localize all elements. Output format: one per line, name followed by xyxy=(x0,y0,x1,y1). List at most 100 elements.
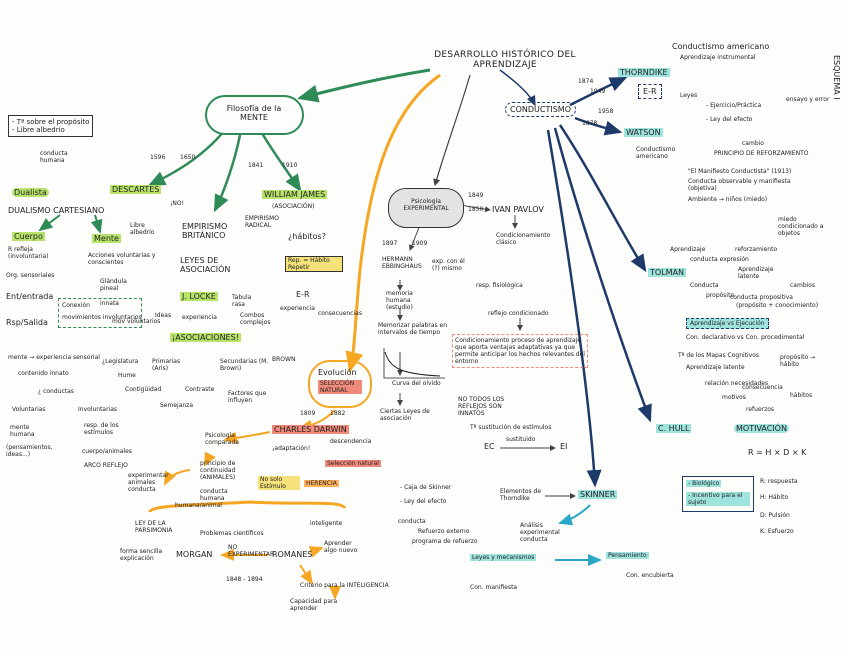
acciones-label: Acciones voluntarias y conscientes xyxy=(88,252,156,266)
conexion-label: Conexión xyxy=(62,302,90,309)
teoria-proposito: - Tª sobre el propósito - Libre albedrío xyxy=(8,115,94,137)
year-1910: 1910 xyxy=(282,162,298,169)
conducta-expresion-label: conducta expresión xyxy=(690,256,749,263)
ambiente-label: Ambiente → niños (miedo) xyxy=(688,196,768,203)
asociaciones-label: ¡ASOCIACIONES! xyxy=(170,333,241,342)
arrow-exp-hermann xyxy=(409,224,421,251)
mente-label: Mente xyxy=(92,234,121,243)
habitos-label: ¿hábitos? xyxy=(288,232,326,241)
conducta-humana-label: conducta humana xyxy=(40,150,68,164)
ley-parsimonia-label: LEY DE LA PARSIMONIA xyxy=(135,520,173,534)
conducta-label: conducta xyxy=(398,518,426,525)
d-label: D: Pulsión xyxy=(760,512,790,519)
arrow-exp-pavlov xyxy=(459,204,491,213)
cierta-leyes-label: Ciertas Leyes de asociación xyxy=(380,408,430,422)
seleccion-natural-box: SELECCIÓN NATURAL xyxy=(318,380,362,394)
problemas-label: Problemas científicos xyxy=(200,530,264,537)
dualismo-cartesiano-label: DUALISMO CARTESIANO xyxy=(8,206,105,215)
mov-vol-label: mov voluntarios xyxy=(112,318,161,325)
principio-reforzamiento-label: PRINCIPIO DE REFORZAMIENTO xyxy=(714,150,809,157)
watson-americano-label: Conductismo americano xyxy=(636,146,676,160)
mente-humana-label: mente humana xyxy=(10,424,35,438)
mapas-label: Tª de los Mapas Cognitivos xyxy=(678,352,760,359)
ley-efecto-label: - Ley del efecto xyxy=(400,498,447,505)
thorndike-label: THORNDIKE xyxy=(618,68,670,77)
skinner-label: SKINNER xyxy=(578,490,618,499)
ideas-label: Ideas xyxy=(155,312,172,319)
descendencia-label: descendencia xyxy=(330,438,372,445)
semejanza-label: Semejanza xyxy=(160,402,194,409)
conductismo-node: CONDUCTISMO xyxy=(505,102,576,117)
arrow-dualismo-cuerpo xyxy=(38,214,61,232)
year-1596: 1596 xyxy=(150,154,166,161)
map-title: DESARROLLO HISTÓRICO DEL APRENDIZAJE xyxy=(434,50,576,70)
hull-label: C. HULL xyxy=(656,424,692,433)
caja-skinner-label: - Caja de Skinner xyxy=(400,484,452,491)
forma-sencilla-label: forma sencilla explicación xyxy=(120,548,163,562)
manifiesto-label: "El Manifiesto Conductista" (1913) xyxy=(688,168,792,175)
prop-conoc-label: (propósito + conocimiento) xyxy=(736,302,819,309)
empirismo-label: EMPIRISMO BRITÁNICO xyxy=(182,222,228,240)
refuerzo-label: Refuerzo externo xyxy=(418,528,470,535)
rep-fisiologica-label: resp. fisiológica xyxy=(476,282,523,289)
ei-label: EI xyxy=(560,442,568,451)
americano-label: Conductismo americano xyxy=(672,42,770,51)
r-label: R: respuesta xyxy=(760,478,798,485)
arrow-darwin-psico xyxy=(223,431,271,444)
romanes-label: ROMANES xyxy=(272,550,313,559)
experimental-cloud xyxy=(388,188,464,228)
aprendizaje-ejecucion-box: Aprendizaje vs Ejecución xyxy=(686,318,769,329)
conexion-box xyxy=(58,298,142,328)
experimentar-label: experimentar animales conducta xyxy=(128,472,169,493)
year-1949: 1949 xyxy=(590,88,606,95)
curva-olvido-graph xyxy=(384,351,441,377)
motivos-label: motivos xyxy=(722,394,746,401)
contenido-innato-label: contenido innato xyxy=(18,370,69,377)
arrow-psico-principio xyxy=(204,451,216,467)
year-1850: 1850 xyxy=(468,206,484,213)
h-label: H: Hábito xyxy=(760,494,789,501)
james-er-label: E-R xyxy=(296,290,310,299)
ejercicio-label: - Ejercicio/Práctica xyxy=(706,102,762,109)
habitos-cond-label: hábitos xyxy=(790,392,813,399)
no-label: ¡NO! xyxy=(170,200,185,207)
rep-habito-label: Rep. = Hábito Repetir xyxy=(285,256,343,272)
reflejo-label: reflejo condicionado xyxy=(488,310,549,317)
seleccion-natural-label: Selección natural xyxy=(325,460,381,467)
memorizar-label: Memorizar palabras en intervalos de tiem… xyxy=(378,322,448,336)
james-experiencia-label: experiencia xyxy=(280,305,315,312)
side-label: ESQUEMA I xyxy=(832,55,841,100)
arrow-cond-watson xyxy=(574,116,623,136)
arrow-dualismo-mente xyxy=(90,214,103,234)
aprendizaje-instr-label: Aprendizaje instrumental xyxy=(680,54,756,61)
experimental-cloud-label: Psicología EXPERIMENTAL xyxy=(403,198,449,212)
incentivo-label: - Incentivo para el sujeto xyxy=(686,492,750,506)
miedo-cond-label: miedo condicionado a objetos xyxy=(778,216,824,237)
asociacion-label: (ASOCIACIÓN) xyxy=(272,203,315,210)
elementos-label: Elementos de Thorndike xyxy=(500,488,542,502)
aprendizaje-label: Aprendizaje xyxy=(670,246,706,253)
dualista-label: Dualista xyxy=(12,188,49,197)
conducta-obs-label: Conducta observable y manifiesta (objeti… xyxy=(688,178,791,192)
empirismo-radical-label: EMPIRISMO RADICAL xyxy=(245,215,280,229)
filosofia-cloud xyxy=(205,95,304,135)
evolucion-label: Evolución xyxy=(318,368,357,377)
leyes-mecanismos-label: Leyes y mecanismos xyxy=(470,554,537,561)
year-1809: 1809 xyxy=(300,410,316,417)
combos-label: Combos complejos xyxy=(240,312,271,326)
innata-label: innata xyxy=(100,300,119,307)
sustitucion-label: Tª sustitución de estímulos xyxy=(470,424,552,431)
arrow-romanes-criterio xyxy=(299,564,314,585)
arrow-cond-skinner xyxy=(546,129,602,488)
exp-consigo-label: exp. con él (?) mismo xyxy=(432,258,465,272)
contraste-label: Contraste xyxy=(185,386,215,393)
principio-continuidad-label: principio de continuidad (ANIMALES) xyxy=(200,460,236,481)
formula-label: R = H × D × K xyxy=(748,448,807,457)
rsp-salida-label: Rsp/Salida xyxy=(6,318,48,327)
year-1874: 1874 xyxy=(578,78,594,85)
arrow-title-to-conductismo xyxy=(499,69,536,107)
biologico-box xyxy=(682,476,754,512)
watson-label: WATSON xyxy=(624,128,663,137)
arrow-title-to-experimental xyxy=(433,74,471,187)
